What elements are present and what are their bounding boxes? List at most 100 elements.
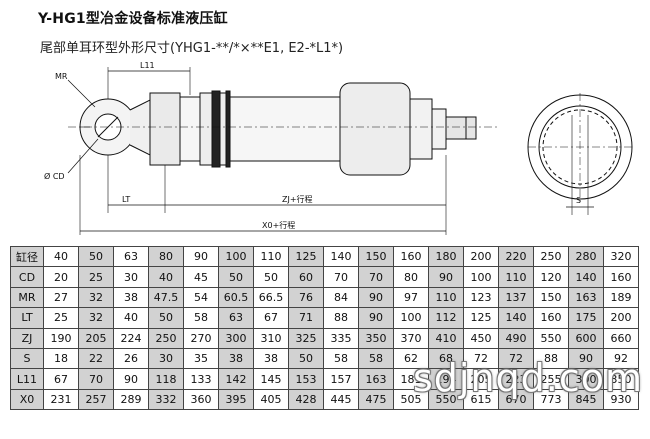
table-cell: 54 xyxy=(183,286,219,309)
clevis-neck xyxy=(129,99,151,156)
table-cell: 200 xyxy=(603,307,639,329)
table-cell: 67 xyxy=(43,368,79,390)
table-cell: 370 xyxy=(393,327,429,349)
table-cell: 550 xyxy=(428,388,464,411)
table-cell: 50 xyxy=(288,347,324,370)
table-cell: 60 xyxy=(288,266,324,288)
table-cell: 112 xyxy=(428,307,464,329)
table-cell: 58 xyxy=(183,307,219,329)
table-cell: 600 xyxy=(568,327,604,349)
table-cell: 90 xyxy=(358,286,394,309)
table-cell: 325 xyxy=(288,327,324,349)
table-cell: 300 xyxy=(218,327,254,349)
table-cell: 100 xyxy=(393,307,429,329)
table-cell: 160 xyxy=(533,307,569,329)
table-cell: 38 xyxy=(253,347,289,370)
table-cell: 773 xyxy=(533,388,569,411)
table-cell: 71 xyxy=(288,307,324,329)
document-title: Y-HG1型冶金设备标准液压缸 xyxy=(38,11,228,27)
table-cell: 125 xyxy=(463,307,499,329)
end-view xyxy=(527,93,633,215)
lt-label: LT xyxy=(122,195,130,204)
table-cell: 133 xyxy=(183,368,219,390)
table-cell: 76 xyxy=(288,286,324,309)
table-cell: 58 xyxy=(358,347,394,370)
table-cell: 70 xyxy=(323,266,359,288)
table-cell: 250 xyxy=(148,327,184,349)
table-cell: 100 xyxy=(463,266,499,288)
table-cell: 150 xyxy=(533,286,569,309)
table-cell: 68 xyxy=(428,347,464,370)
table-cell: 450 xyxy=(463,327,499,349)
l11-label: L11 xyxy=(140,61,155,70)
table-cell: 38 xyxy=(218,347,254,370)
table-cell: 60.5 xyxy=(218,286,254,309)
table-cell: 70 xyxy=(358,266,394,288)
table-cell: 410 xyxy=(428,327,464,349)
table-cell: 332 xyxy=(148,388,184,411)
table-cell: 40 xyxy=(148,266,184,288)
table-cell: 270 xyxy=(183,327,219,349)
table-cell: 20 xyxy=(43,266,79,288)
table-cell: 90 xyxy=(183,245,219,268)
table-cell: 615 xyxy=(463,388,499,411)
table-cell: 250 xyxy=(533,245,569,268)
table-cell: 145 xyxy=(253,368,289,390)
table-cell: 72 xyxy=(498,347,534,370)
row-label: LT xyxy=(10,307,44,329)
table-cell: 30 xyxy=(113,266,149,288)
table-cell: 205 xyxy=(78,327,114,349)
table-cell: 660 xyxy=(603,327,639,349)
table-cell: 66.5 xyxy=(253,286,289,309)
row-label: L11 xyxy=(10,368,44,390)
table-cell: 475 xyxy=(358,388,394,411)
cylinder-drawing: MR Ø CD L11 LT ZJ+行程 X0+行程 S xyxy=(44,61,633,235)
piston-rod xyxy=(445,116,477,140)
table-cell: 181 xyxy=(393,368,429,390)
table-cell: 110 xyxy=(253,245,289,268)
table-cell: 80 xyxy=(393,266,429,288)
table-cell: 45 xyxy=(183,266,219,288)
table-cell: 505 xyxy=(393,388,429,411)
table-cell: 137 xyxy=(498,286,534,309)
row-label: CD xyxy=(10,266,44,288)
table-cell: 175 xyxy=(568,307,604,329)
table-cell: 194 xyxy=(428,368,464,390)
table-cell: 58 xyxy=(323,347,359,370)
document-subtitle: 尾部单耳环型外形尺寸(YHG1-**/*×**E1, E2-*L1*) xyxy=(40,41,344,56)
table-cell: 110 xyxy=(498,266,534,288)
table-cell: 67 xyxy=(253,307,289,329)
table-cell: 70 xyxy=(78,368,114,390)
table-cell: 90 xyxy=(358,307,394,329)
table-cell: 63 xyxy=(113,245,149,268)
row-label: MR xyxy=(10,286,44,309)
table-cell: 50 xyxy=(253,266,289,288)
table-cell: 163 xyxy=(568,286,604,309)
table-cell: 25 xyxy=(43,307,79,329)
table-cell: 30 xyxy=(148,347,184,370)
table-cell: 335 xyxy=(323,327,359,349)
table-cell: 35 xyxy=(183,347,219,370)
row-label: X0 xyxy=(10,388,44,411)
table-cell: 50 xyxy=(218,266,254,288)
table-cell: 90 xyxy=(428,266,464,288)
table-cell: 550 xyxy=(533,327,569,349)
table-cell: 118 xyxy=(148,368,184,390)
table-cell: 50 xyxy=(78,245,114,268)
table-cell: 38 xyxy=(113,286,149,309)
table-cell: 445 xyxy=(323,388,359,411)
table-cell: 157 xyxy=(323,368,359,390)
table-cell: 110 xyxy=(428,286,464,309)
x0-label: X0+行程 xyxy=(262,220,295,230)
table-cell: 224 xyxy=(113,327,149,349)
table-cell: 670 xyxy=(498,388,534,411)
table-cell: 120 xyxy=(533,266,569,288)
table-cell: 350 xyxy=(603,368,639,390)
table-cell: 40 xyxy=(43,245,79,268)
table-cell: 100 xyxy=(218,245,254,268)
row-label: S xyxy=(10,347,44,370)
table-cell: 140 xyxy=(568,266,604,288)
